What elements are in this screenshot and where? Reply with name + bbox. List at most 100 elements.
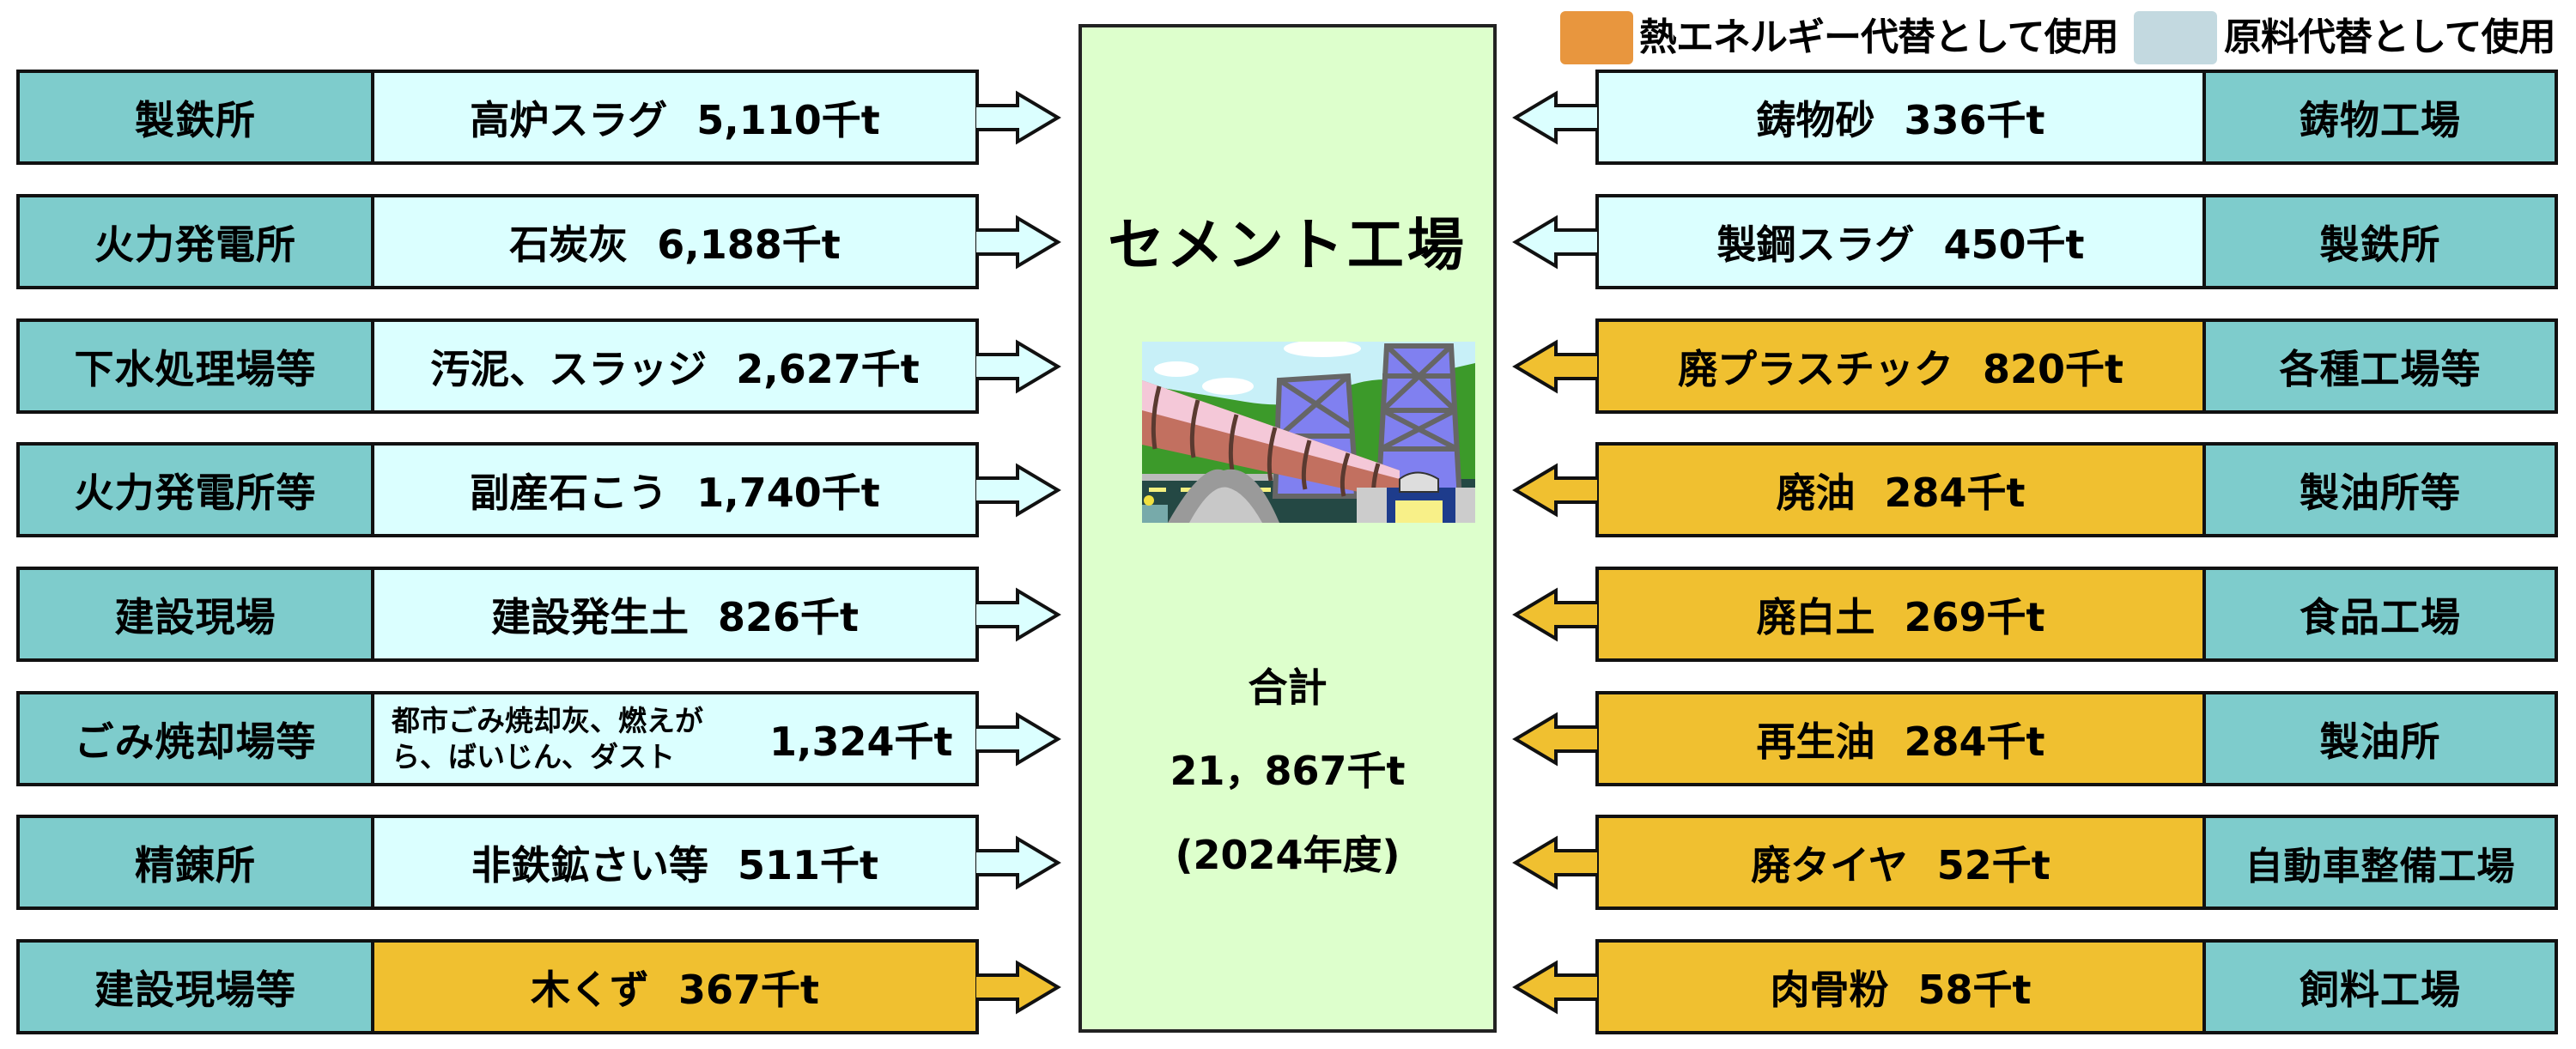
- source-name: 製鉄所: [135, 96, 256, 143]
- material-cell: 副産石こう 1,740千t: [371, 442, 979, 537]
- arrow-right-icon: [976, 586, 1061, 642]
- material-name: 建設発生土: [490, 593, 689, 640]
- material-amount: 284千t: [1884, 469, 2026, 516]
- material-cell: 木くず 367千t: [371, 939, 979, 1034]
- material-cell: 再生油 284千t: [1595, 691, 2206, 786]
- arrow-left-icon: [1512, 462, 1597, 518]
- source-cell: 火力発電所: [16, 194, 374, 289]
- arrow-left-icon: [1512, 586, 1597, 642]
- material-amount: 269千t: [1904, 593, 2045, 640]
- material-name: 木くず: [530, 966, 649, 1013]
- arrow-left-icon: [1512, 338, 1597, 394]
- material-amount: 367千t: [677, 966, 819, 1013]
- source-cell: 飼料工場: [2202, 939, 2558, 1034]
- material-amount: 450千t: [1943, 221, 2085, 268]
- legend-label-raw-material: 原料代替として使用: [2224, 15, 2556, 59]
- source-cell: 製油所: [2202, 691, 2558, 786]
- source-name: ごみ焼却場等: [74, 718, 317, 765]
- material-name: 再生油: [1756, 718, 1875, 765]
- arrow-left-icon: [1512, 214, 1597, 270]
- source-name: 火力発電所等: [74, 469, 317, 516]
- source-name: 各種工場等: [2279, 345, 2482, 392]
- arrow-left-icon: [1512, 711, 1597, 767]
- arrow-right-icon: [976, 711, 1061, 767]
- material-cell: 製鋼スラグ 450千t: [1595, 194, 2206, 289]
- source-cell: 鋳物工場: [2202, 70, 2558, 165]
- arrow-right-icon: [976, 959, 1061, 1015]
- input-row-left: 精錬所 非鉄鉱さい等 511千t: [16, 815, 979, 910]
- source-cell: 製鉄所: [2202, 194, 2558, 289]
- center-title: セメント工場: [1108, 212, 1467, 278]
- material-name: 廃油: [1776, 469, 1856, 516]
- material-amount: 284千t: [1904, 718, 2045, 765]
- input-row-left: 建設現場等 木くず 367千t: [16, 939, 979, 1034]
- source-cell: 自動車整備工場: [2202, 815, 2558, 910]
- total-value: 21，867千t: [1170, 748, 1406, 794]
- source-name: 鋳物工場: [2300, 96, 2461, 143]
- material-amount: 511千t: [737, 841, 878, 888]
- input-row-right: 廃タイヤ 52千t 自動車整備工場: [1595, 815, 2558, 910]
- source-cell: 精錬所: [16, 815, 374, 910]
- material-name: 製鋼スラグ: [1716, 221, 1915, 268]
- total-label: 合計: [1248, 664, 1327, 711]
- source-name: 飼料工場: [2300, 966, 2461, 1013]
- arrow-left-icon: [1512, 959, 1597, 1015]
- material-amount: 820千t: [1983, 345, 2124, 392]
- input-row-right: 製鋼スラグ 450千t 製鉄所: [1595, 194, 2558, 289]
- source-name: 建設現場等: [94, 966, 296, 1013]
- source-cell: 製油所等: [2202, 442, 2558, 537]
- source-name: 下水処理場等: [74, 345, 317, 392]
- material-amount: 6,188千t: [657, 221, 841, 268]
- source-cell: 食品工場: [2202, 567, 2558, 662]
- material-amount: 336千t: [1904, 96, 2045, 143]
- source-cell: 製鉄所: [16, 70, 374, 165]
- material-amount: 826千t: [717, 593, 859, 640]
- material-name: 都市ごみ焼却灰、燃えがら、ばいじん、ダスト: [392, 703, 703, 773]
- arrow-right-icon: [976, 834, 1061, 890]
- source-name: 食品工場: [2300, 593, 2461, 640]
- legend-swatch-heat-energy: [1560, 11, 1633, 64]
- material-amount: 52千t: [1936, 841, 2050, 888]
- arrow-right-icon: [976, 89, 1061, 145]
- material-name: 廃タイヤ: [1751, 841, 1908, 888]
- input-row-right: 廃白土 269千t 食品工場: [1595, 567, 2558, 662]
- material-cell: 建設発生土 826千t: [371, 567, 979, 662]
- legend-label-heat-energy: 熱エネルギー代替として使用: [1639, 15, 2119, 59]
- source-cell: ごみ焼却場等: [16, 691, 374, 786]
- material-amount: 1,740千t: [696, 469, 880, 516]
- material-name: 副産石こう: [470, 469, 668, 516]
- arrow-right-icon: [976, 338, 1061, 394]
- source-name: 自動車整備工場: [2245, 844, 2516, 888]
- arrow-left-icon: [1512, 89, 1597, 145]
- cement-plant-illustration: [1142, 342, 1475, 523]
- source-name: 建設現場: [114, 593, 276, 640]
- cement-plant-box: セメント工場: [1078, 24, 1497, 1033]
- input-row-right: 廃油 284千t 製油所等: [1595, 442, 2558, 537]
- material-cell: 廃白土 269千t: [1595, 567, 2206, 662]
- source-name: 火力発電所: [94, 221, 296, 268]
- material-name: 非鉄鉱さい等: [471, 841, 708, 888]
- input-row-left: 建設現場 建設発生土 826千t: [16, 567, 979, 662]
- arrow-right-icon: [976, 462, 1061, 518]
- arrow-right-icon: [976, 214, 1061, 270]
- input-row-right: 再生油 284千t 製油所: [1595, 691, 2558, 786]
- total-year: (2024年度): [1175, 832, 1400, 878]
- source-name: 製鉄所: [2319, 221, 2441, 268]
- material-name: 廃白土: [1756, 593, 1875, 640]
- legend-swatch-raw-material: [2134, 11, 2217, 64]
- material-cell: 廃油 284千t: [1595, 442, 2206, 537]
- arrow-left-icon: [1512, 834, 1597, 890]
- material-name: 汚泥、スラッジ: [430, 345, 708, 392]
- material-cell: 廃タイヤ 52千t: [1595, 815, 2206, 910]
